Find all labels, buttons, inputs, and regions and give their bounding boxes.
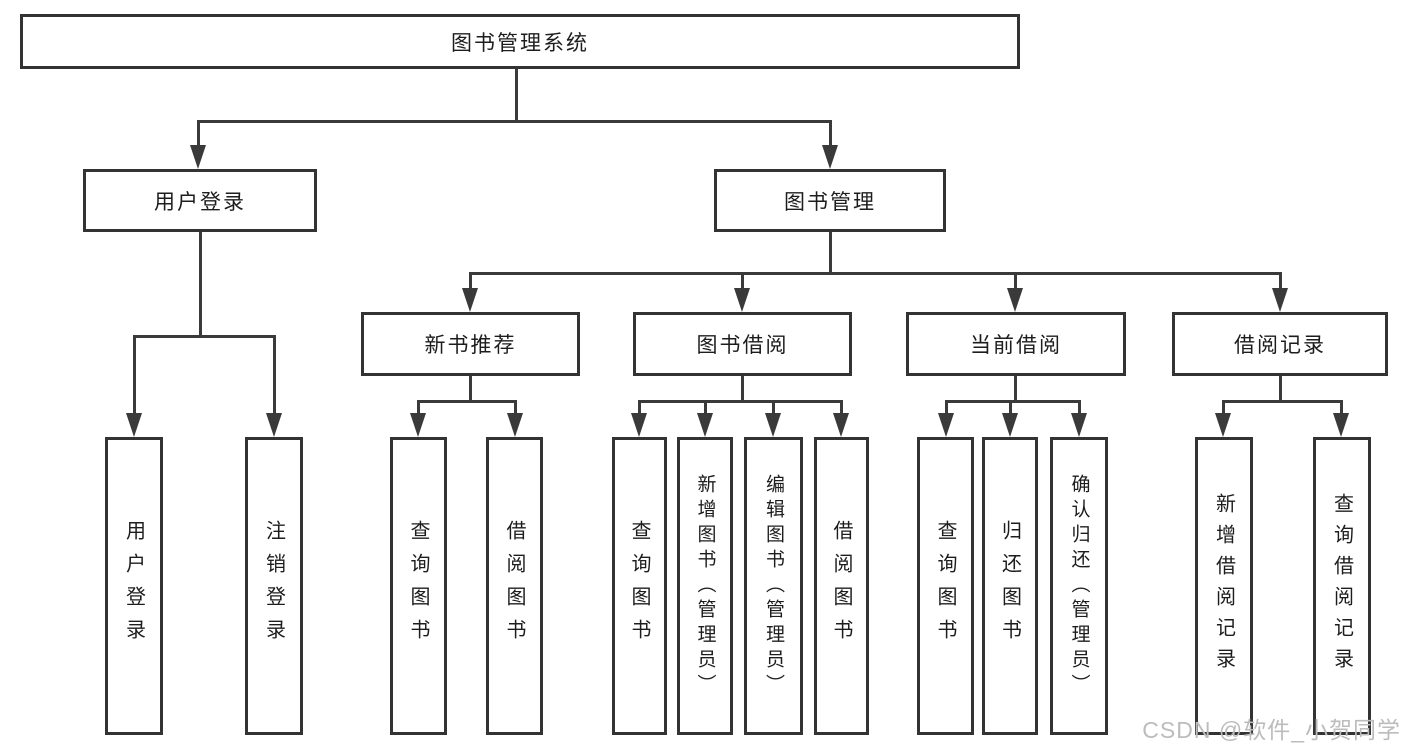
arrowhead-to-leaf	[765, 413, 781, 437]
connector-login-child2-stem	[273, 335, 276, 417]
node-leaf-confirm-return-admin: 确认归还（管理员）	[1050, 437, 1108, 735]
connector-stem	[1340, 400, 1343, 417]
node-current-borrow: 当前借阅	[906, 312, 1126, 376]
arrowhead-to-leaf	[410, 413, 426, 437]
node-label: 确认归还（管理员）	[1068, 473, 1090, 699]
node-label: 借阅图书	[503, 520, 525, 652]
connector-record-drop	[1279, 376, 1282, 403]
connector-root-drop	[515, 69, 518, 122]
node-label: 当前借阅	[970, 334, 1062, 357]
connector-stem	[1078, 400, 1081, 417]
connector-newbook-drop	[469, 376, 472, 403]
node-leaf-query-book: 查询图书	[612, 437, 667, 735]
arrowhead-to-current-borrow	[1007, 288, 1023, 312]
node-label: 图书管理	[784, 190, 876, 214]
connector-borrow-drop	[741, 376, 744, 403]
node-label: 新书推荐	[424, 334, 517, 357]
node-new-book-recommend: 新书推荐	[361, 312, 580, 376]
node-leaf-query-book: 查询图书	[917, 437, 974, 735]
connector-record-stem	[1279, 272, 1282, 292]
arrowhead-to-new-book-recommend	[462, 288, 478, 312]
node-label: 新增图书（管理员）	[694, 473, 716, 699]
connector-borrow-rail	[638, 400, 843, 403]
connector-newbook-stem	[469, 272, 472, 292]
arrowhead-to-leaf	[1333, 413, 1349, 437]
connector-stem	[417, 400, 420, 417]
arrowhead-to-book-management	[822, 145, 838, 169]
node-leaf-query-borrow-record: 查询借阅记录	[1313, 437, 1371, 735]
node-leaf-user-login: 用户登录	[105, 437, 163, 735]
node-borrow-record: 借阅记录	[1172, 312, 1388, 376]
node-label: 用户登录	[122, 520, 145, 652]
arrowhead-to-borrow-record	[1272, 288, 1288, 312]
arrowhead-to-leaf	[938, 413, 954, 437]
node-leaf-edit-book-admin: 编辑图书（管理员）	[744, 437, 803, 735]
connector-stem	[704, 400, 707, 417]
node-label: 用户登录	[154, 190, 246, 214]
connector-stem	[638, 400, 641, 417]
arrowhead-to-leaf	[1215, 413, 1231, 437]
connector-record-rail	[1222, 400, 1342, 403]
node-label: 图书借阅	[696, 334, 789, 357]
node-label: 查询图书	[407, 520, 429, 652]
connector-current-drop	[1014, 376, 1017, 403]
connector-stem	[514, 400, 517, 417]
connector-current-stem	[1014, 272, 1017, 292]
node-label: 归还图书	[998, 520, 1021, 652]
node-book-borrow: 图书借阅	[633, 312, 852, 376]
connector-stem	[1222, 400, 1225, 417]
node-leaf-query-book: 查询图书	[390, 437, 447, 735]
connector-login-rail	[133, 335, 276, 338]
connector-mgmt-drop	[829, 232, 832, 274]
connector-stem	[772, 400, 775, 417]
connector-stem	[840, 400, 843, 417]
connector-level3-rail	[469, 272, 1282, 275]
arrowhead-to-leaf-user-login	[126, 413, 142, 437]
node-user-login: 用户登录	[83, 169, 317, 232]
connector-stem	[1009, 400, 1012, 417]
connector-login-stem	[197, 120, 200, 150]
node-library-system: 图书管理系统	[20, 14, 1020, 69]
connector-borrow-stem	[741, 272, 744, 292]
arrowhead-to-user-login	[190, 145, 206, 169]
connector-login-drop	[199, 232, 202, 338]
connector-login-child1-stem	[133, 335, 136, 417]
csdn-watermark: CSDN @软件_小贺同学	[1142, 717, 1401, 743]
node-label: 查询图书	[628, 520, 650, 652]
connector-mgmt-stem	[829, 120, 832, 150]
node-label: 借阅记录	[1234, 334, 1326, 357]
node-label: 查询图书	[934, 520, 956, 652]
node-leaf-logout: 注销登录	[245, 437, 303, 735]
node-leaf-add-borrow-record: 新增借阅记录	[1195, 437, 1253, 735]
node-leaf-borrow-book: 借阅图书	[814, 437, 869, 735]
node-label: 图书管理系统	[451, 31, 589, 55]
arrowhead-to-leaf	[1071, 413, 1087, 437]
arrowhead-to-leaf	[833, 413, 849, 437]
node-book-management: 图书管理	[714, 169, 946, 232]
connector-newbook-rail	[417, 400, 517, 403]
arrowhead-to-leaf	[1002, 413, 1018, 437]
arrowhead-to-book-borrow	[734, 288, 750, 312]
connector-current-rail	[945, 400, 1081, 403]
node-leaf-return-book: 归还图书	[982, 437, 1038, 735]
node-label: 注销登录	[262, 520, 285, 652]
node-label: 新增借阅记录	[1212, 493, 1235, 679]
node-label: 借阅图书	[830, 520, 852, 652]
node-label: 查询借阅记录	[1330, 493, 1353, 679]
arrowhead-to-leaf	[631, 413, 647, 437]
arrowhead-to-leaf	[697, 413, 713, 437]
connector-level2-rail	[197, 120, 832, 123]
arrowhead-to-leaf-logout	[266, 413, 282, 437]
connector-stem	[945, 400, 948, 417]
node-leaf-borrow-book: 借阅图书	[486, 437, 543, 735]
node-leaf-add-book-admin: 新增图书（管理员）	[677, 437, 733, 735]
node-label: 编辑图书（管理员）	[763, 473, 784, 699]
arrowhead-to-leaf	[507, 413, 523, 437]
